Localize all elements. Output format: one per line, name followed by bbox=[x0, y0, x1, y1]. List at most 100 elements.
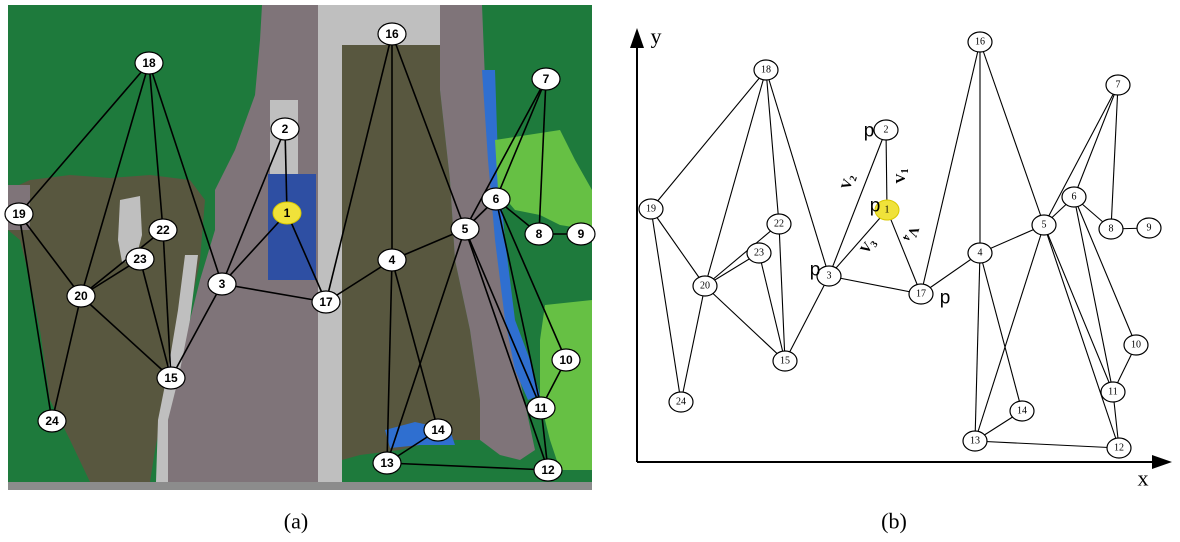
node-13-label: 13 bbox=[380, 456, 394, 470]
node-19: 19 bbox=[638, 198, 664, 220]
node-15: 15 bbox=[772, 350, 798, 372]
edge-6-7 bbox=[495, 78, 547, 200]
point-label-p-node-17: p bbox=[940, 288, 951, 309]
node-11-shape bbox=[526, 396, 556, 420]
node-6: 6 bbox=[1061, 186, 1087, 208]
node-10: 10 bbox=[551, 348, 581, 372]
point-label-p-node-3: p bbox=[810, 260, 821, 281]
edge-17-16 bbox=[325, 33, 393, 303]
node-16-shape bbox=[967, 31, 993, 53]
point-label-p-node-1: p bbox=[870, 196, 881, 217]
node-10: 10 bbox=[1123, 334, 1149, 356]
node-19: 19 bbox=[4, 202, 34, 226]
node-12-label: 12 bbox=[1114, 443, 1124, 454]
node-2-shape bbox=[873, 119, 899, 141]
node-2: 2 bbox=[270, 117, 300, 141]
node-8-label: 8 bbox=[1109, 224, 1114, 235]
node-23: 23 bbox=[746, 242, 772, 264]
node-9-label: 9 bbox=[1147, 223, 1152, 234]
node-2-label: 2 bbox=[884, 125, 889, 136]
node-14-label: 14 bbox=[1017, 406, 1027, 417]
node-14-shape bbox=[423, 418, 453, 442]
point-label-p-node-2: p bbox=[864, 121, 875, 142]
node-7-label: 7 bbox=[1116, 80, 1121, 91]
node-11: 11 bbox=[526, 396, 556, 420]
node-17-shape bbox=[311, 290, 341, 314]
node-7: 7 bbox=[1105, 74, 1131, 96]
node-6-shape bbox=[1061, 186, 1087, 208]
node-2-label: 2 bbox=[282, 122, 289, 136]
edge-2-1 bbox=[885, 129, 888, 211]
node-24-label: 24 bbox=[45, 414, 59, 428]
node-4: 4 bbox=[967, 242, 993, 264]
node-10-shape bbox=[551, 348, 581, 372]
node-2: 2 bbox=[873, 119, 899, 141]
bottom-strip bbox=[8, 482, 592, 490]
light-road-top-inner bbox=[342, 5, 440, 15]
node-18: 18 bbox=[134, 51, 164, 75]
node-20-label: 20 bbox=[74, 289, 88, 303]
node-18-shape bbox=[753, 59, 779, 81]
node-15-shape bbox=[772, 350, 798, 372]
edge-20-22 bbox=[80, 229, 164, 297]
node-4-label: 4 bbox=[978, 248, 983, 259]
node-24-shape bbox=[668, 391, 694, 413]
edge-6-10 bbox=[495, 198, 567, 361]
node-3-label: 3 bbox=[827, 271, 832, 282]
node-20-label: 20 bbox=[700, 281, 710, 292]
edge-5-12 bbox=[464, 228, 549, 471]
edge-6-7 bbox=[1073, 84, 1119, 198]
node-8-shape bbox=[1098, 218, 1124, 240]
edge-20-24 bbox=[51, 295, 82, 422]
edge-3-18 bbox=[148, 62, 223, 285]
edge-13-12 bbox=[974, 440, 1120, 449]
caption-a: (a) bbox=[284, 509, 308, 534]
node-15: 15 bbox=[156, 366, 186, 390]
graph-edges-a bbox=[18, 33, 581, 471]
node-24-shape bbox=[37, 409, 67, 433]
node-20: 20 bbox=[66, 284, 96, 308]
node-18-label: 18 bbox=[761, 65, 771, 76]
edge-17-16 bbox=[920, 41, 981, 295]
node-13: 13 bbox=[372, 451, 402, 475]
edge-18-22 bbox=[765, 69, 780, 225]
node-16: 16 bbox=[377, 22, 407, 46]
node-16-label: 16 bbox=[975, 37, 985, 48]
edge-22-15 bbox=[778, 223, 786, 362]
grass-area-upper bbox=[495, 130, 592, 230]
edge-7-8 bbox=[1110, 84, 1119, 230]
node-4-shape bbox=[377, 248, 407, 272]
edge-18-20 bbox=[80, 62, 150, 297]
edge-1-17 bbox=[886, 209, 922, 295]
node-11: 11 bbox=[1100, 381, 1126, 403]
edge-20-24 bbox=[680, 285, 706, 403]
node-6-label: 6 bbox=[493, 192, 500, 206]
vector-label-v3: V3 bbox=[858, 236, 881, 258]
node-24: 24 bbox=[668, 391, 694, 413]
node-5-label: 5 bbox=[462, 222, 469, 236]
node-4: 4 bbox=[377, 248, 407, 272]
edge-5-13 bbox=[386, 228, 466, 464]
node-20-shape bbox=[692, 275, 718, 297]
node-5-label: 5 bbox=[1042, 220, 1047, 231]
edge-20-22 bbox=[704, 223, 780, 287]
edge-3-2 bbox=[828, 129, 887, 277]
edge-18-19 bbox=[650, 69, 767, 210]
node-6-label: 6 bbox=[1072, 192, 1077, 203]
node-17-label: 17 bbox=[916, 289, 926, 300]
node-12-label: 12 bbox=[541, 463, 555, 477]
edge-3-17 bbox=[221, 283, 327, 303]
node-12-shape bbox=[1106, 437, 1132, 459]
edge-3-15 bbox=[784, 275, 830, 362]
edge-7-8 bbox=[538, 78, 547, 235]
node-24: 24 bbox=[37, 409, 67, 433]
node-7: 7 bbox=[531, 67, 561, 91]
node-1: 1 bbox=[874, 199, 900, 221]
node-14-label: 14 bbox=[431, 423, 445, 437]
node-22: 22 bbox=[766, 213, 792, 235]
node-7-label: 7 bbox=[543, 72, 550, 86]
node-19-shape bbox=[638, 198, 664, 220]
node-9-shape bbox=[1136, 217, 1162, 239]
node-13-label: 13 bbox=[970, 436, 980, 447]
